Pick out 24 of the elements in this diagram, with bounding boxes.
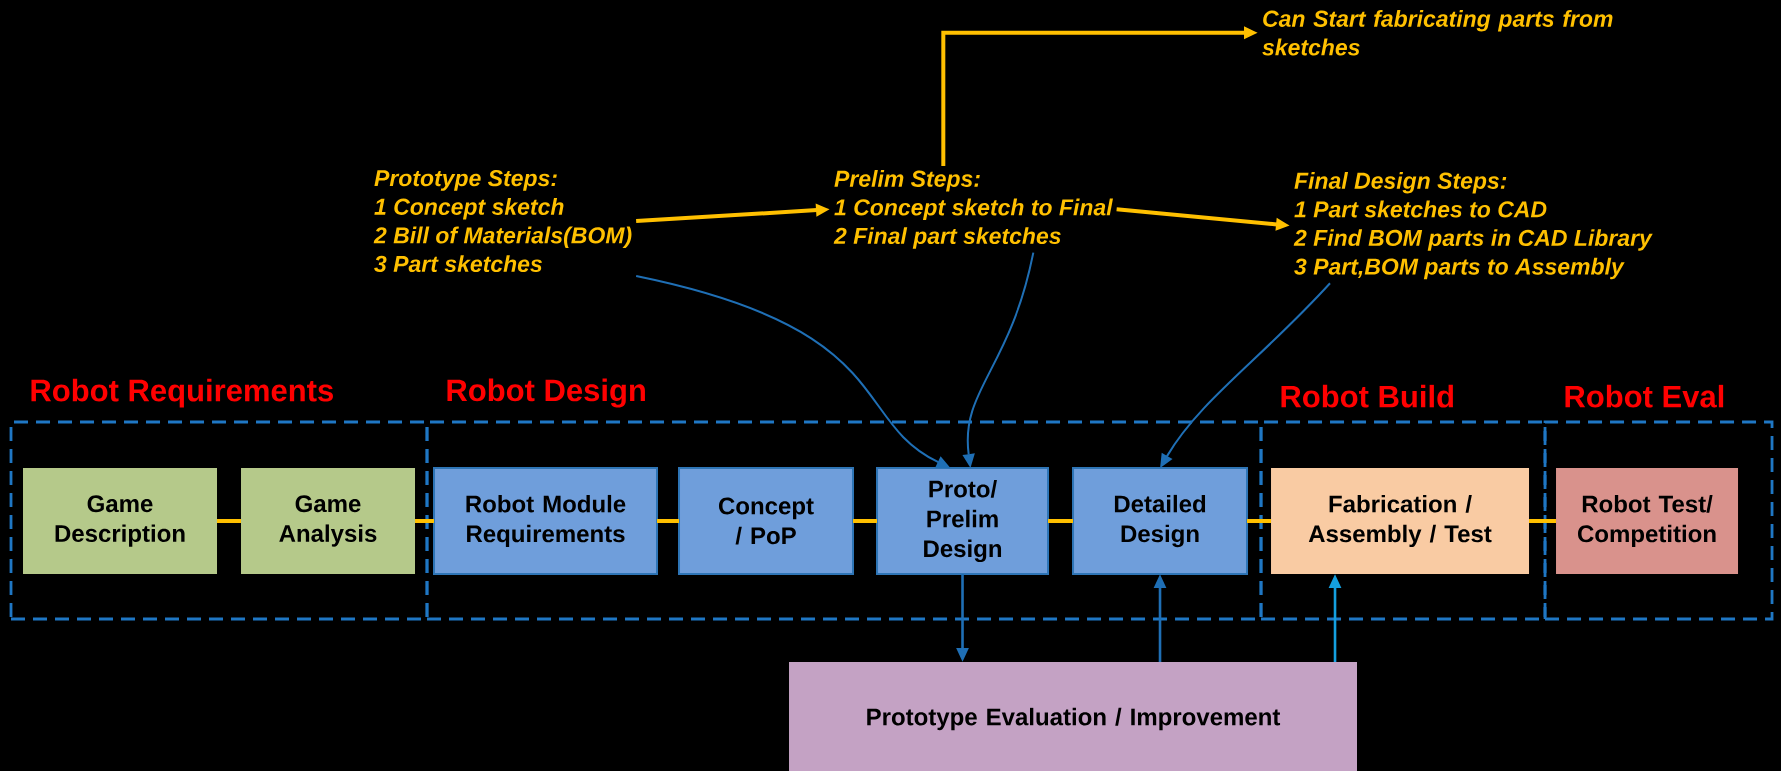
node-label: Robot Design: [447, 378, 645, 408]
connector-line: [657, 519, 679, 523]
process-box: Fabrication / Assembly / Test: [1271, 468, 1529, 574]
connector-line: [1529, 519, 1556, 523]
step-list: Prelim Steps: 1 Concept sketch to Final 2 Final part sketches: [833, 170, 1113, 249]
process-box: Proto/ Prelim Design: [876, 467, 1049, 575]
process-box: Game Analysis: [241, 468, 415, 574]
process-box: Game Description: [23, 468, 217, 574]
connector-line: [853, 519, 877, 523]
process-box: Robot Test/ Competition: [1556, 468, 1739, 574]
node-label: Robot Eval: [1565, 384, 1724, 408]
process-box: Prototype Evaluation / Improvement: [789, 662, 1357, 771]
node-label: Robot Build: [1281, 384, 1453, 408]
step-list: Prototype Steps: 1 Concept sketch 2 Bill of Materials(BOM) 3 Part sketches: [373, 170, 632, 273]
note-text: Can Start fabricating parts from sketches: [1262, 10, 1613, 56]
connector-line: [1247, 519, 1271, 523]
connector-line: [1048, 519, 1073, 523]
process-box: Detailed Design: [1072, 467, 1248, 575]
node-label: Robot Requirements: [31, 378, 333, 408]
connector-line: [415, 519, 434, 523]
connector-line: [217, 519, 241, 523]
process-box: Robot Module Requirements: [433, 467, 658, 575]
step-list: Final Design Steps: 1 Part sketches to CAD 2 Find BOM parts in CAD Library 3 Part,BOM parts to Assembly: [1293, 172, 1653, 280]
process-box: Concept / PoP: [678, 467, 854, 575]
